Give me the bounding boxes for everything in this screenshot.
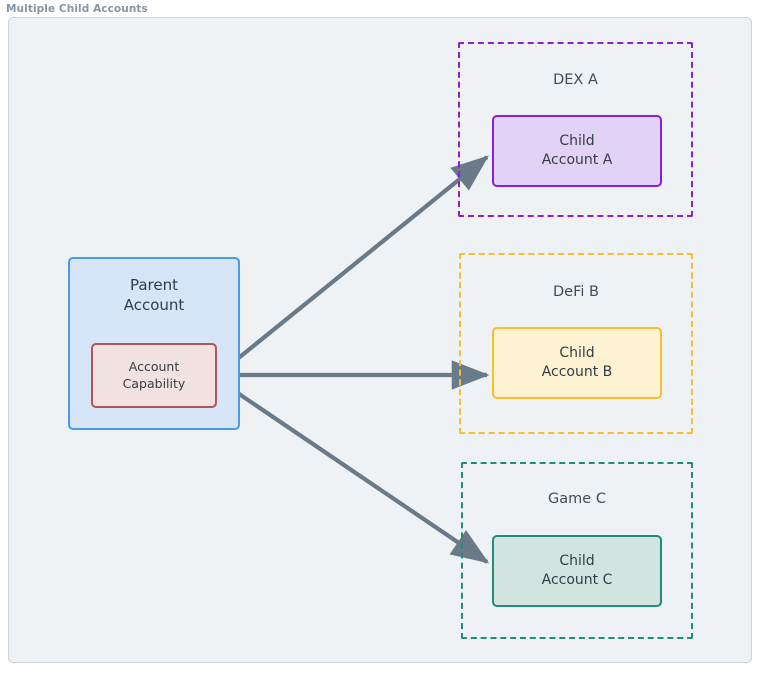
node-child-account-b[interactable]: Child Account B (492, 327, 662, 399)
child-account-a-label-line2: Account A (541, 152, 613, 168)
node-account-capability[interactable]: Account Capability (91, 343, 217, 408)
child-account-c-label-line1: Child (559, 553, 595, 570)
parent-account-label-line1: Parent (129, 276, 179, 294)
account-capability-label-line1: Account (128, 358, 180, 374)
frame-title: Multiple Child Accounts (6, 3, 148, 15)
cluster-game-c: Game C (461, 462, 693, 639)
child-account-b-label-line2: Account B (541, 364, 613, 380)
node-child-account-c[interactable]: Child Account C (492, 535, 662, 607)
child-account-a-label-line1: Child (559, 133, 595, 150)
cluster-dex-a: DEX A (458, 42, 693, 217)
node-child-account-a[interactable]: Child Account A (492, 115, 662, 187)
child-account-b-label-line1: Child (559, 345, 595, 362)
cluster-defi-b-label: DeFi B (553, 284, 599, 300)
parent-account-label-line2: Account (123, 296, 185, 315)
cluster-dex-a-label: DEX A (553, 72, 598, 88)
cluster-defi-b: DeFi B (459, 253, 693, 434)
account-capability-label-line2: Capability (122, 375, 186, 391)
child-account-c-label-line2: Account C (541, 572, 613, 588)
cluster-game-c-label: Game C (548, 491, 606, 507)
